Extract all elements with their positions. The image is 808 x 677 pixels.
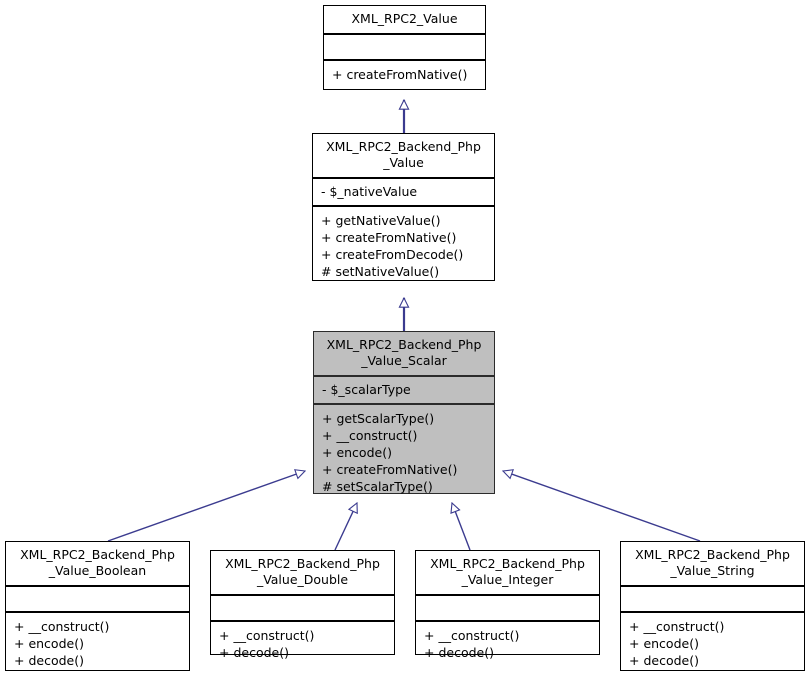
class-operations: + createFromNative() bbox=[332, 67, 468, 82]
class-attributes: - $_scalarType bbox=[314, 377, 494, 405]
edge-integer-to-scalar bbox=[452, 503, 471, 551]
class-name: XML_RPC2_Backend_Php _Value bbox=[313, 134, 494, 179]
class-attributes bbox=[324, 35, 485, 61]
class-operations: + getScalarType() + __construct() + enco… bbox=[322, 411, 458, 494]
edge-double-to-scalar bbox=[334, 503, 357, 551]
class-operations: + getNativeValue() + createFromNative() … bbox=[321, 213, 464, 279]
class-attributes bbox=[6, 587, 189, 613]
class-box-xml-rpc2-backend-php-value-integer[interactable]: XML_RPC2_Backend_Php _Value_Integer + __… bbox=[415, 550, 600, 660]
class-attributes bbox=[416, 596, 599, 622]
class-operations: + __construct() + decode() bbox=[424, 628, 520, 660]
class-name: XML_RPC2_Backend_Php _Value_String bbox=[621, 542, 804, 587]
class-operations: + __construct() + encode() + decode() bbox=[14, 619, 110, 668]
edge-string-to-scalar bbox=[503, 471, 701, 542]
class-name: XML_RPC2_Backend_Php _Value_Scalar bbox=[314, 332, 494, 377]
class-attributes: - $_nativeValue bbox=[313, 179, 494, 207]
class-box-xml-rpc2-backend-php-value-double[interactable]: XML_RPC2_Backend_Php _Value_Double + __c… bbox=[210, 550, 395, 660]
class-box-xml-rpc2-value[interactable]: XML_RPC2_Value + createFromNative() bbox=[323, 5, 486, 90]
class-operations: + __construct() + encode() + decode() bbox=[629, 619, 725, 668]
edge-boolean-to-scalar bbox=[107, 471, 305, 542]
class-attributes bbox=[621, 587, 804, 613]
class-box-xml-rpc2-backend-php-value-boolean[interactable]: XML_RPC2_Backend_Php _Value_Boolean + __… bbox=[5, 541, 190, 671]
class-box-xml-rpc2-backend-php-value-string[interactable]: XML_RPC2_Backend_Php _Value_String + __c… bbox=[620, 541, 805, 671]
class-name: XML_RPC2_Backend_Php _Value_Integer bbox=[416, 551, 599, 596]
class-box-xml-rpc2-backend-php-value-scalar[interactable]: XML_RPC2_Backend_Php _Value_Scalar - $_s… bbox=[313, 331, 495, 494]
class-name: XML_RPC2_Backend_Php _Value_Double bbox=[211, 551, 394, 596]
class-operations: + __construct() + decode() bbox=[219, 628, 315, 660]
class-name: XML_RPC2_Backend_Php _Value_Boolean bbox=[6, 542, 189, 587]
class-attributes bbox=[211, 596, 394, 622]
class-name: XML_RPC2_Value bbox=[324, 6, 485, 35]
class-box-xml-rpc2-backend-php-value[interactable]: XML_RPC2_Backend_Php _Value - $_nativeVa… bbox=[312, 133, 495, 281]
